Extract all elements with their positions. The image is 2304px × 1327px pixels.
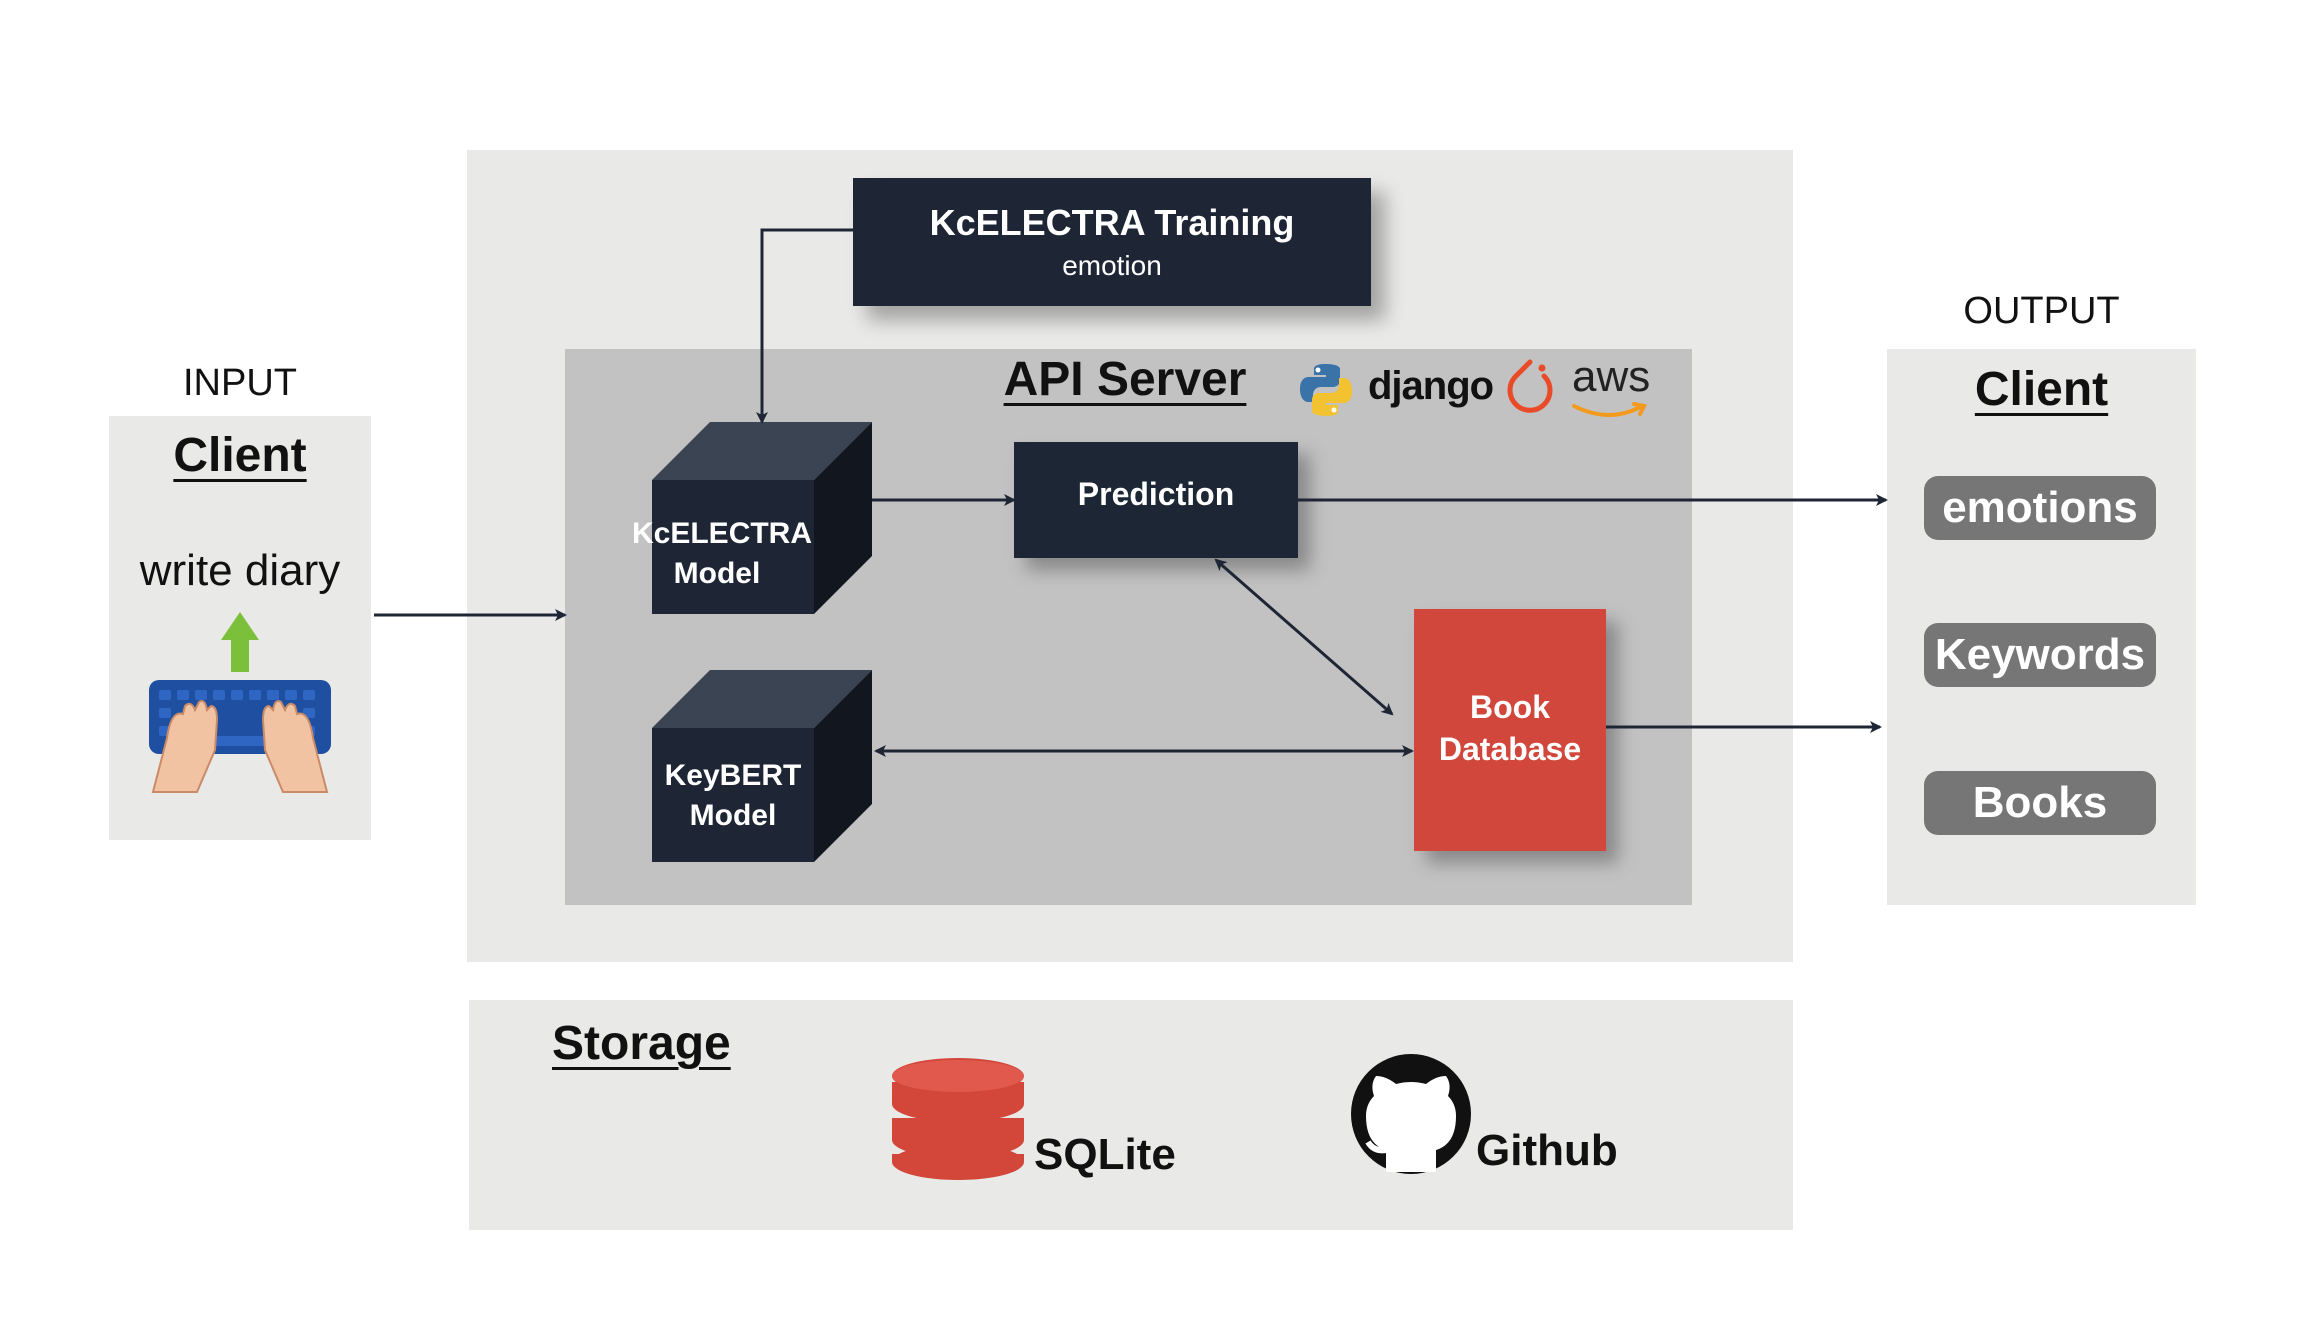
prediction-box [1014, 442, 1298, 558]
sqlite-label: SQLite [1034, 1130, 1176, 1179]
kcelectra-model-label: KcELECTRA Model [632, 514, 813, 594]
github-label: Github [1476, 1126, 1618, 1175]
pytorch-icon [1507, 359, 1553, 413]
keybert-model-cube [652, 670, 872, 862]
input-caption: INPUT [183, 362, 297, 404]
keybert-model-line2: Model [689, 799, 777, 832]
keywords-pill: Keywords [1924, 623, 2156, 687]
aws-logo: aws [1572, 352, 1651, 401]
training-subtitle: emotion [1062, 250, 1162, 281]
book-database-box [1414, 609, 1606, 851]
kcelectra-model-line2: Model [673, 557, 761, 590]
keybert-model-label: KeyBERT Model [648, 756, 818, 836]
kcelectra-model-line1: KcELECTRA [632, 517, 813, 550]
kcelectra-training-box: KcELECTRA Training emotion [853, 178, 1371, 306]
storage-panel [469, 1000, 1793, 1230]
book-database-label: Book Database [1414, 686, 1606, 770]
github-icon [1351, 1054, 1471, 1174]
input-client-title: Client [173, 429, 307, 482]
book-database-line2: Database [1438, 731, 1582, 767]
write-diary-label: write diary [139, 546, 341, 595]
book-database-line1: Book [1470, 689, 1550, 725]
storage-title: Storage [552, 1017, 731, 1070]
prediction-label: Prediction [1077, 476, 1235, 512]
aws-smile-icon [1572, 402, 1647, 417]
training-title: KcELECTRA Training [929, 202, 1295, 243]
up-arrow-icon [221, 612, 259, 672]
keyboard-typing-icon [149, 612, 331, 793]
output-client-title: Client [1974, 363, 2109, 416]
api-server-title: API Server [1003, 353, 1247, 406]
output-caption: OUTPUT [1963, 290, 2120, 332]
arrow-prediction-bookdb [1214, 558, 1394, 716]
emotions-pill: emotions [1924, 476, 2156, 540]
keybert-model-line1: KeyBERT [664, 759, 802, 792]
kcelectra-model-cube [652, 422, 872, 614]
database-icon [892, 1058, 1024, 1180]
arrow-training-to-kcelectra [756, 228, 853, 424]
django-logo: django [1368, 364, 1494, 408]
books-pill: Books [1924, 771, 2156, 835]
python-icon [1300, 364, 1352, 416]
